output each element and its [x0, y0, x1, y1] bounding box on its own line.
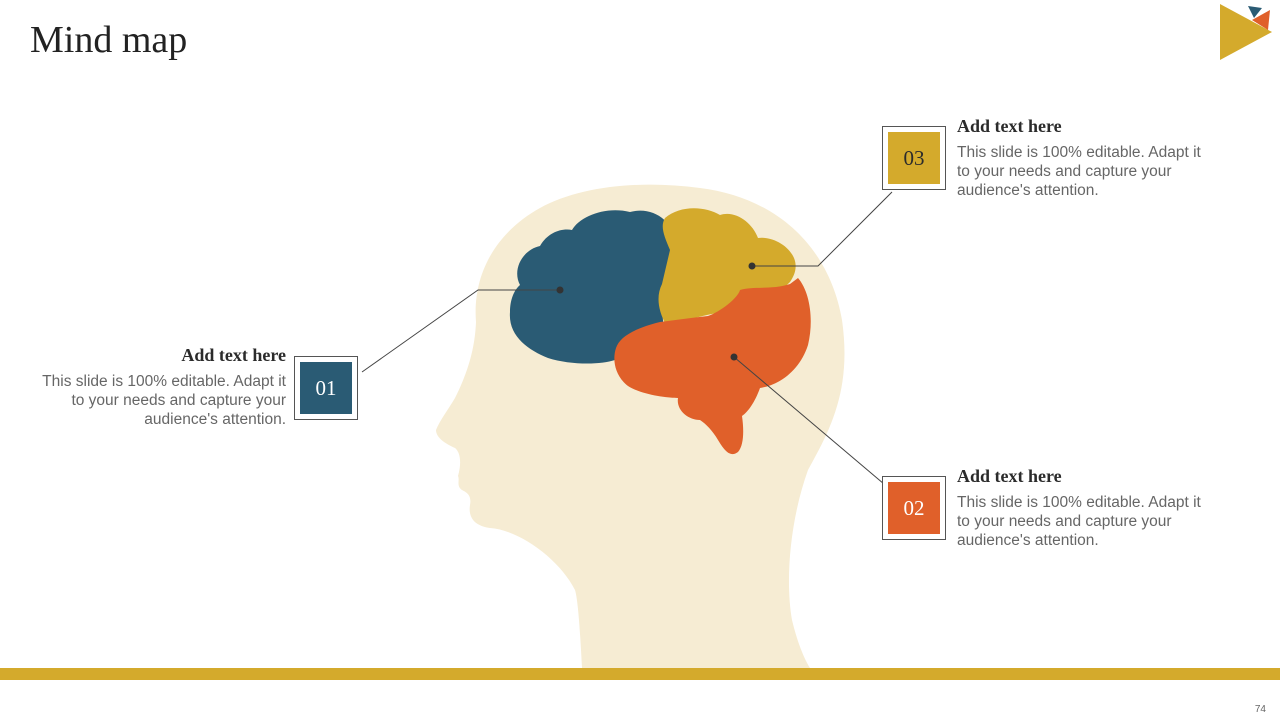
- connector-line-02: [733, 356, 885, 485]
- item-01-number: 01: [300, 362, 352, 414]
- connector-line-03: [752, 191, 893, 267]
- footer-bar: [0, 668, 1280, 680]
- brain-lobe-orange: [614, 278, 811, 455]
- item-01-heading: Add text here: [181, 345, 286, 365]
- item-03-heading: Add text here: [957, 116, 1062, 136]
- connector-dot-01: [556, 286, 564, 294]
- item-01-number-box: 01: [294, 356, 358, 420]
- item-02-text-block: Add text here This slide is 100% editabl…: [957, 466, 1217, 550]
- item-01-body: This slide is 100% editable. Adapt it to…: [42, 373, 286, 428]
- connector-dot-02: [730, 353, 738, 361]
- item-02-number-box: 02: [882, 476, 946, 540]
- item-03-body: This slide is 100% editable. Adapt it to…: [957, 144, 1201, 199]
- item-01-text-block: Add text here This slide is 100% editabl…: [26, 345, 286, 429]
- item-02-body: This slide is 100% editable. Adapt it to…: [957, 494, 1201, 549]
- item-03-number: 03: [888, 132, 940, 184]
- connector-line-01: [361, 289, 560, 373]
- item-03-number-box: 03: [882, 126, 946, 190]
- brain-lobe-blue: [509, 210, 676, 364]
- logo-icon: [1220, 4, 1272, 60]
- item-02-number: 02: [888, 482, 940, 534]
- item-03-text-block: Add text here This slide is 100% editabl…: [957, 116, 1217, 200]
- connector-dot-03: [748, 262, 756, 270]
- item-02-heading: Add text here: [957, 466, 1062, 486]
- page-number: 74: [1254, 704, 1266, 715]
- slide-title: Mind map: [30, 19, 188, 61]
